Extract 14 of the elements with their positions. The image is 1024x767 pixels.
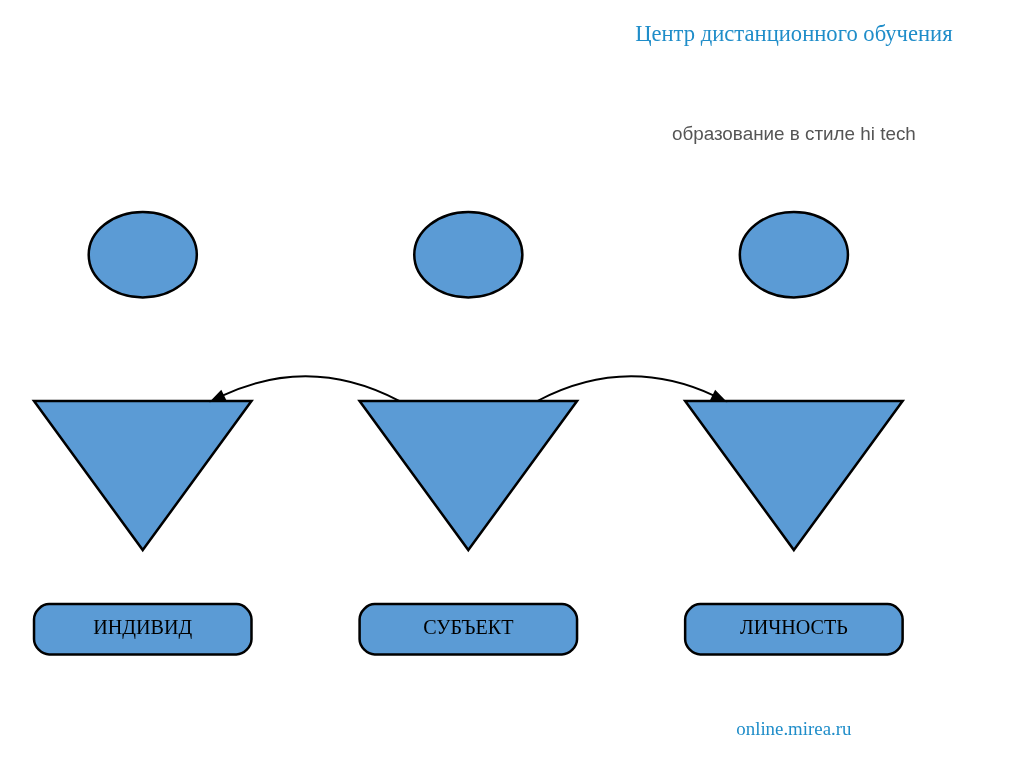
node-circle [413,210,524,299]
node-triangle [682,399,906,553]
arrow [209,375,401,403]
node-box: ИНДИВИД [32,602,253,656]
arrow [536,375,728,403]
node-box: ЛИЧНОСТЬ [683,602,904,656]
node-box: СУБЪЕКТ [358,602,579,656]
label: образование в стиле hi tech [671,122,916,144]
label: Центр дистанционного обучения [635,21,953,47]
node-circle [738,210,850,299]
node-triangle [31,399,254,553]
label: online.mirea.ru [736,718,852,740]
node-circle [87,210,199,299]
node-triangle [357,399,580,553]
